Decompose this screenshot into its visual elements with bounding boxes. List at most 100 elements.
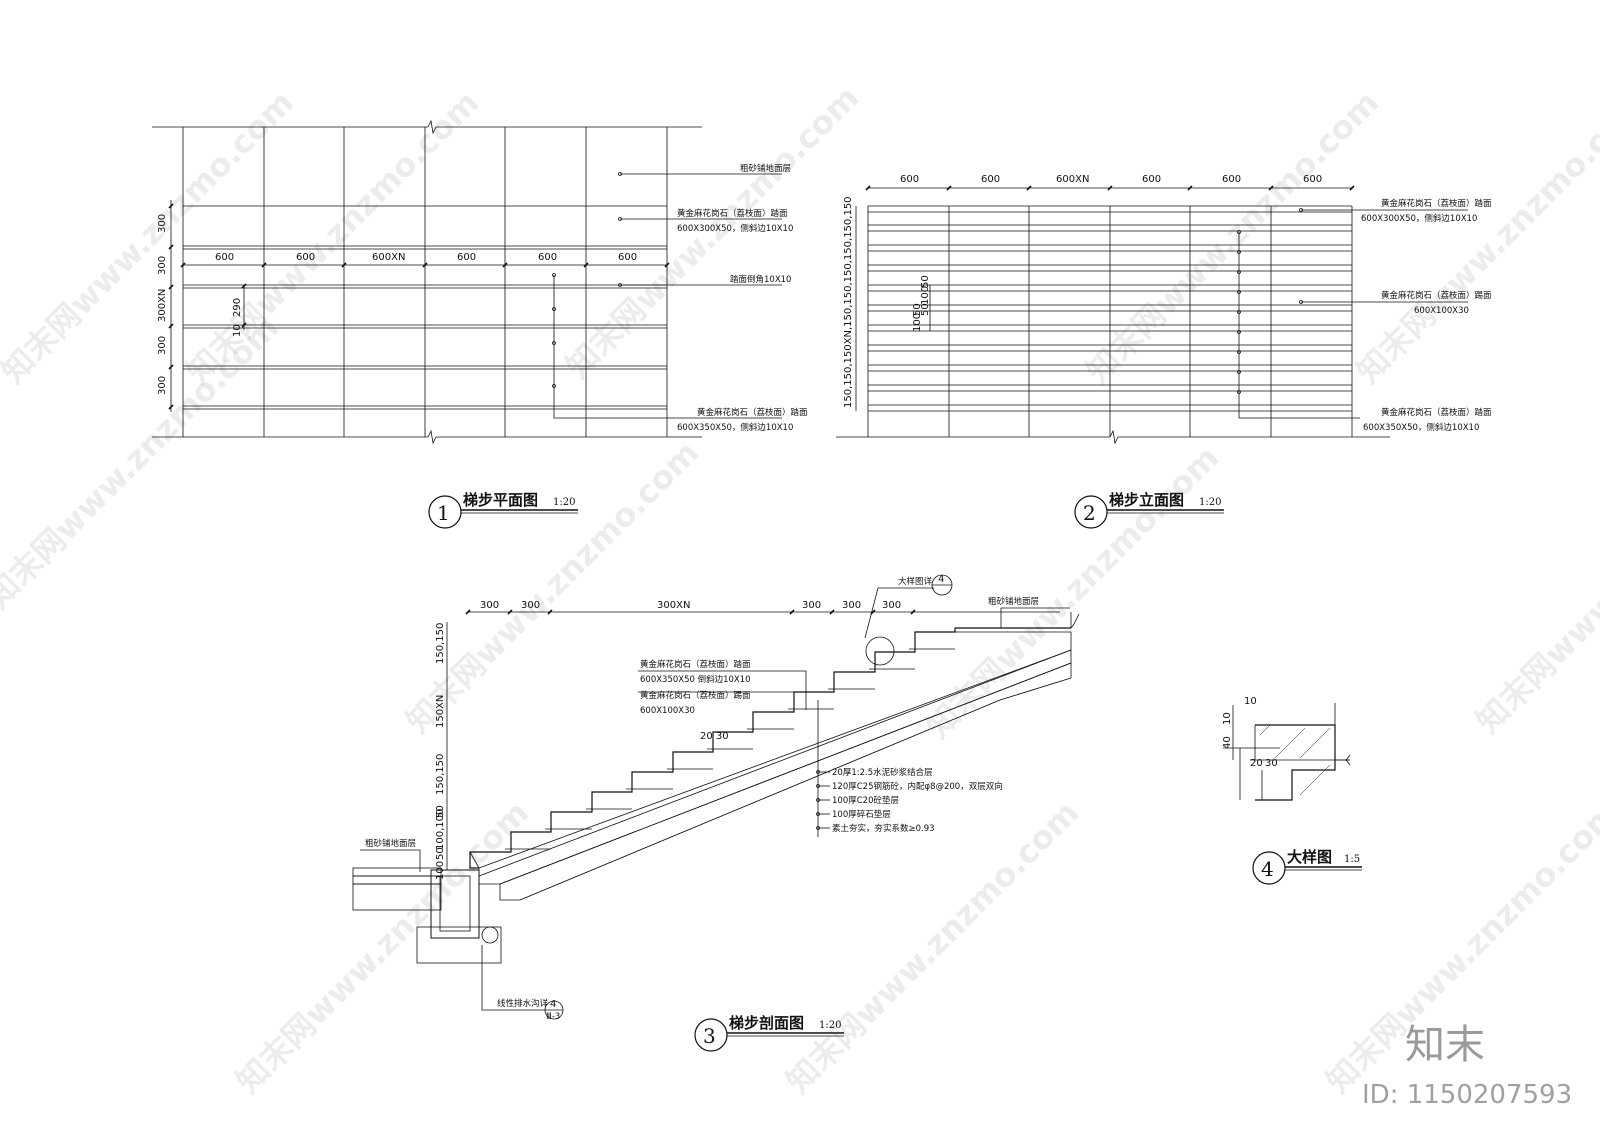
plan-dim-v: 300: [157, 376, 168, 395]
brand-logo: 知末: [1405, 1022, 1485, 1068]
elev-dim-h: 600: [1303, 174, 1322, 185]
plan-scale: 1:20: [553, 497, 575, 508]
elevation-scale: 1:20: [1199, 497, 1221, 508]
elev-dim-h: 600: [900, 174, 919, 185]
plan-note: 粗砂铺地面层: [740, 163, 791, 174]
elevation-number: 2: [1083, 501, 1096, 525]
sect-dim-h: 300: [842, 600, 861, 611]
section-view: 300 300 300XN 300 300 300 150,150 150XN …: [352, 574, 1080, 1052]
sect-tread-a: 黄金麻花岗石（荔枝面）踏面: [640, 659, 751, 670]
sect-dim-h: 300: [480, 600, 499, 611]
detail-scale: 1:5: [1344, 854, 1360, 865]
elev-note: 600X100X30: [1414, 306, 1469, 316]
plan-note: 600X350X50，侧斜边10X10: [677, 422, 793, 433]
section-title: 梯步剖面图: [729, 1014, 804, 1032]
sect-dim-v: 150XN: [435, 695, 446, 728]
elevation-title: 梯步立面图: [1109, 491, 1184, 509]
plan-dim-small: 10: [232, 324, 243, 337]
sect-tread-b: 600X350X50 倒斜边10X10: [640, 674, 751, 685]
sect-dim-v: 150,150: [435, 623, 446, 664]
watermark-text: 知末网www.znzmo.com: [919, 438, 1226, 745]
elev-note: 黄金麻花岗石（荔枝面）踏面: [1381, 198, 1492, 209]
sect-dim-h: 300: [882, 600, 901, 611]
elev-dim-small: 50: [912, 303, 923, 316]
plan-dim-v: 300XN: [157, 289, 168, 322]
sect-layer: 120厚C25钢筋砼，内配φ8@200，双层双向: [832, 781, 1003, 792]
watermark-text: 知末网www.znzmo.com: [1349, 83, 1600, 390]
elev-dim-small: 50: [920, 275, 931, 288]
section-number: 3: [703, 1024, 716, 1048]
plan-note: 黄金麻花岗石（荔枝面）踏面: [677, 208, 788, 219]
sect-detail-ref-no: 4: [938, 574, 944, 585]
detail-title: 大样图: [1287, 848, 1332, 866]
detail-dim: 20: [1250, 758, 1263, 769]
sect-dim-h: 300: [802, 600, 821, 611]
sect-layer: 100厚碎石垫层: [832, 809, 891, 820]
sect-dim-v: 100,100: [435, 809, 446, 850]
elev-dim-small: 50: [920, 303, 931, 316]
plan-dim-h: 600: [296, 252, 315, 263]
sect-layer: 100厚C20砼垫层: [832, 795, 899, 806]
sect-riser-a: 黄金麻花岗石（荔枝面）踢面: [640, 690, 751, 701]
elev-dim-h: 600XN: [1056, 174, 1089, 185]
plan-grid-verticals: [182, 127, 668, 437]
sect-detail-ref: 大样图详: [898, 576, 933, 587]
sect-dim-h: 300XN: [657, 600, 690, 611]
brand-id: ID: 1150207593: [1362, 1080, 1572, 1110]
plan-dim-v: 300: [157, 214, 168, 233]
detail-view: 10 40 10 20 30 4 大样图 1:5: [1222, 696, 1362, 885]
elev-dim-h: 600: [981, 174, 1000, 185]
elev-note: 黄金麻花岗石（荔枝面）踢面: [1381, 290, 1492, 301]
elevation-rows: [868, 205, 1352, 412]
elev-dim-h: 600: [1222, 174, 1241, 185]
sect-dim-small: 20 30: [700, 731, 729, 742]
watermark-text: 知末网www.znzmo.com: [1079, 83, 1386, 390]
watermark-text: 知末网www.znzmo.com: [1469, 433, 1600, 740]
elev-dim-v: 150,150,150XN,150,150,150,150,150,150: [843, 196, 854, 408]
sect-drain: 线性排水沟详: [497, 998, 549, 1009]
plan-dim-h: 600: [215, 252, 234, 263]
plan-dim-h: 600XN: [372, 252, 405, 263]
sect-riser-b: 600X100X30: [640, 706, 695, 716]
sect-dim-v: 50: [435, 805, 446, 818]
plan-dim-v: 300: [157, 336, 168, 355]
section-scale: 1:20: [819, 1020, 841, 1031]
sect-dim-v: 150,150: [435, 754, 446, 795]
elev-note: 600X350X50，侧斜边10X10: [1363, 422, 1479, 433]
sect-left-paving: 粗砂铺地面层: [365, 838, 416, 849]
elev-dim-small: 100: [920, 286, 931, 305]
plan-note: 600X300X50，侧斜边10X10: [677, 223, 793, 234]
watermark-text: 知末网www.znzmo.com: [779, 793, 1086, 1100]
elev-note: 600X300X50，侧斜边10X10: [1361, 213, 1477, 224]
plan-dim-h: 600: [618, 252, 637, 263]
plan-step-edges: [183, 205, 667, 410]
plan-number: 1: [437, 501, 450, 525]
sect-top-paving: 粗砂铺地面层: [988, 596, 1039, 607]
elev-note: 黄金麻花岗石（荔枝面）踏面: [1381, 407, 1492, 418]
detail-number: 4: [1261, 857, 1274, 881]
plan-dim-h: 600: [457, 252, 476, 263]
plan-dim-ticks: [180, 262, 670, 268]
sect-drain-sheet: Ⅲ-3: [546, 1012, 560, 1022]
sect-layer: 20厚1:2.5水泥砂浆结合层: [832, 767, 933, 778]
plan-note: 踏面倒角10X10: [730, 274, 791, 285]
watermarks: 知末网www.znzmo.com 知末网www.znzmo.com 知末网www…: [0, 78, 1600, 1100]
detail-dim: 40: [1222, 736, 1233, 749]
detail-dim: 10: [1244, 696, 1257, 707]
sect-layer: 素土夯实，夯实系数≥0.93: [832, 823, 935, 834]
plan-title: 梯步平面图: [463, 491, 538, 509]
elev-dim-small: 100: [912, 313, 923, 332]
detail-dim: 30: [1265, 758, 1278, 769]
elevation-view: 600 600 600XN 600 600 600 150,150,150XN,…: [836, 174, 1492, 529]
sect-dim-v: 50: [435, 847, 446, 860]
sect-drain-ref: 4: [550, 999, 556, 1010]
detail-dim: 10: [1222, 712, 1233, 725]
plan-note: 黄金麻花岗石（荔枝面）踏面: [697, 407, 808, 418]
sect-dim-h: 300: [521, 600, 540, 611]
plan-dim-v: 300: [157, 256, 168, 275]
elev-dim-h: 600: [1142, 174, 1161, 185]
plan-dim-small: 290: [232, 298, 243, 317]
plan-view: 600 600 600XN 600 600 600 300 300 300XN …: [152, 119, 808, 529]
